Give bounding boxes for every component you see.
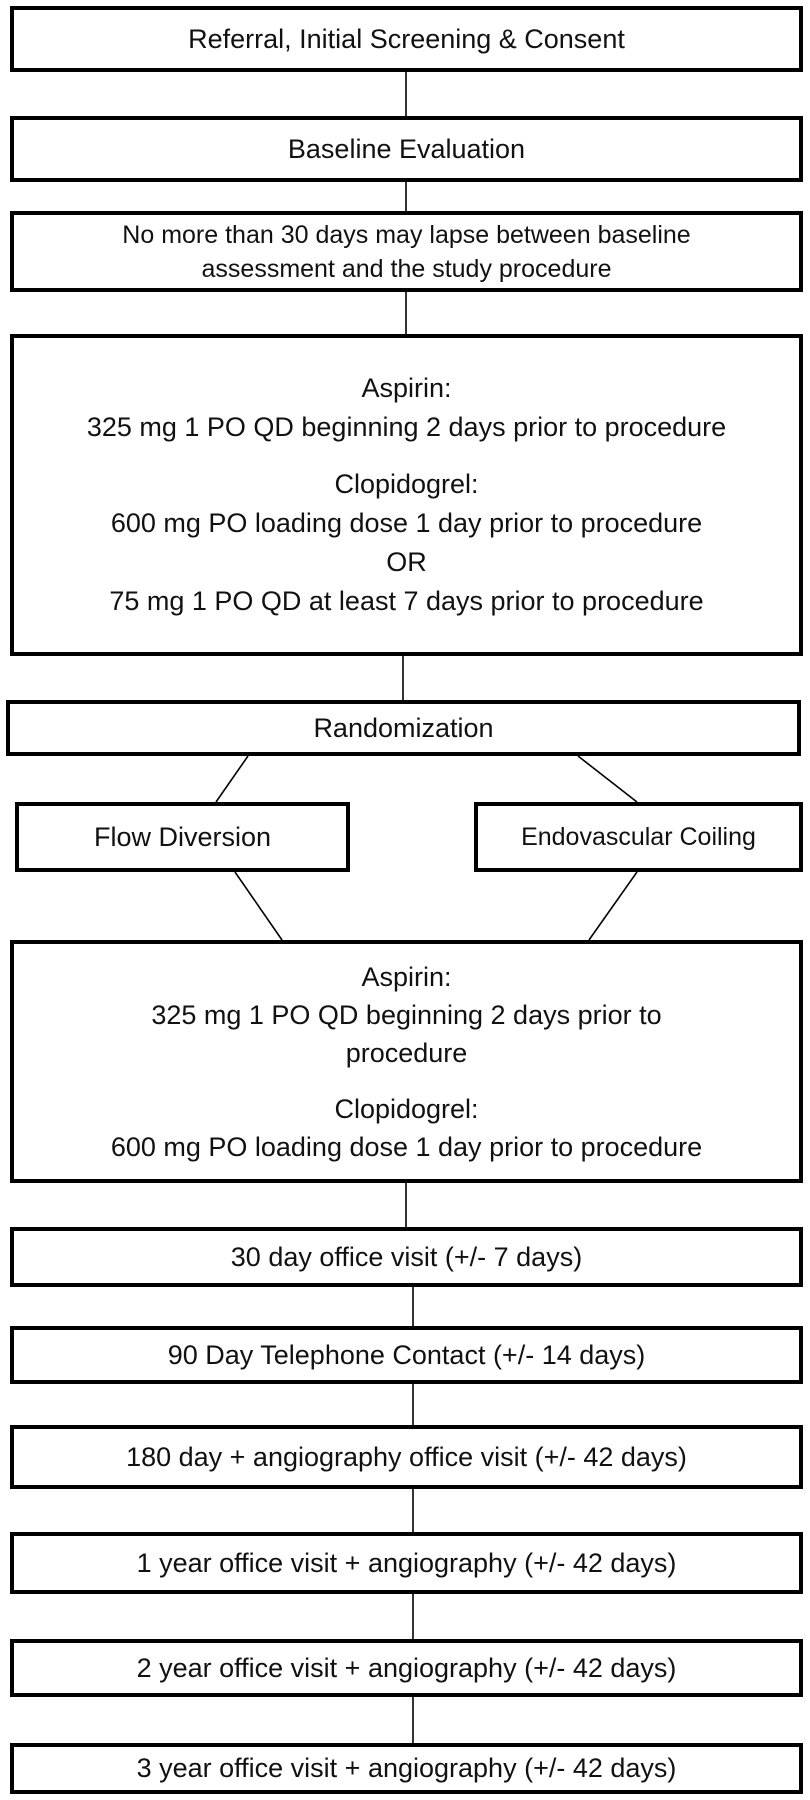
connector-randomization-flow-diversion	[215, 755, 249, 803]
premed-or: OR	[386, 547, 427, 577]
randomization-box: Randomization	[6, 700, 801, 756]
flow-diversion-text: Flow Diversion	[93, 821, 272, 852]
baseline-box: Baseline Evaluation	[10, 116, 803, 182]
followup-90-day-box: 90 Day Telephone Contact (+/- 14 days)	[10, 1326, 803, 1384]
followup-180-day-box: 180 day + angiography office visit (+/- …	[10, 1425, 803, 1489]
followup-30-day-box: 30 day office visit (+/- 7 days)	[10, 1227, 803, 1287]
premed-clopidogrel-dose-1: 600 mg PO loading dose 1 day prior to pr…	[110, 508, 703, 538]
followup-90-day-text: 90 Day Telephone Contact (+/- 14 days)	[167, 1339, 646, 1370]
followup-2-year-box: 2 year office visit + angiography (+/- 4…	[10, 1639, 803, 1697]
followup-30-day-text: 30 day office visit (+/- 7 days)	[230, 1241, 583, 1272]
premed-clopidogrel-label: Clopidogrel:	[334, 469, 479, 499]
endovascular-coiling-box: Endovascular Coiling	[474, 802, 803, 872]
postmed-aspirin-label: Aspirin:	[361, 961, 452, 992]
referral-box: Referral, Initial Screening & Consent	[10, 6, 803, 72]
postmed-aspirin-dose-line-2: procedure	[345, 1037, 468, 1068]
flow-diversion-box: Flow Diversion	[15, 802, 350, 872]
randomization-text: Randomization	[313, 712, 494, 743]
baseline-text: Baseline Evaluation	[287, 133, 526, 164]
connector-endovascular-coiling-postmed	[588, 871, 638, 941]
endovascular-coiling-text: Endovascular Coiling	[521, 822, 756, 851]
premed-clopidogrel-dose-2: 75 mg 1 PO QD at least 7 days prior to p…	[109, 586, 704, 616]
followup-1-year-box: 1 year office visit + angiography (+/- 4…	[10, 1532, 803, 1594]
referral-text: Referral, Initial Screening & Consent	[188, 23, 625, 54]
premed-aspirin-label: Aspirin:	[361, 373, 452, 403]
lapse-text-line-2: assessment and the study procedure	[201, 254, 612, 283]
postmed-aspirin-dose-line-1: 325 mg 1 PO QD beginning 2 days prior to	[151, 999, 662, 1030]
followup-3-year-text: 3 year office visit + angiography (+/- 4…	[136, 1753, 677, 1783]
premed-aspirin-dose: 325 mg 1 PO QD beginning 2 days prior to…	[86, 412, 727, 442]
followup-1-year-text: 1 year office visit + angiography (+/- 4…	[136, 1547, 677, 1578]
postmed-clopidogrel-dose: 600 mg PO loading dose 1 day prior to pr…	[110, 1131, 703, 1162]
followup-180-day-text: 180 day + angiography office visit (+/- …	[126, 1441, 687, 1472]
premedication-box: Aspirin: 325 mg 1 PO QD beginning 2 days…	[10, 334, 803, 656]
lapse-text-line-1: No more than 30 days may lapse between b…	[122, 220, 691, 249]
followup-2-year-text: 2 year office visit + angiography (+/- 4…	[136, 1652, 677, 1683]
connector-randomization-endovascular-coiling	[577, 755, 638, 803]
postprocedure-medication-box: Aspirin: 325 mg 1 PO QD beginning 2 days…	[10, 940, 803, 1183]
connector-flow-diversion-postmed	[234, 871, 283, 941]
followup-3-year-box: 3 year office visit + angiography (+/- 4…	[10, 1743, 803, 1794]
postmed-clopidogrel-label: Clopidogrel:	[334, 1093, 479, 1124]
lapse-box: No more than 30 days may lapse between b…	[10, 211, 803, 292]
